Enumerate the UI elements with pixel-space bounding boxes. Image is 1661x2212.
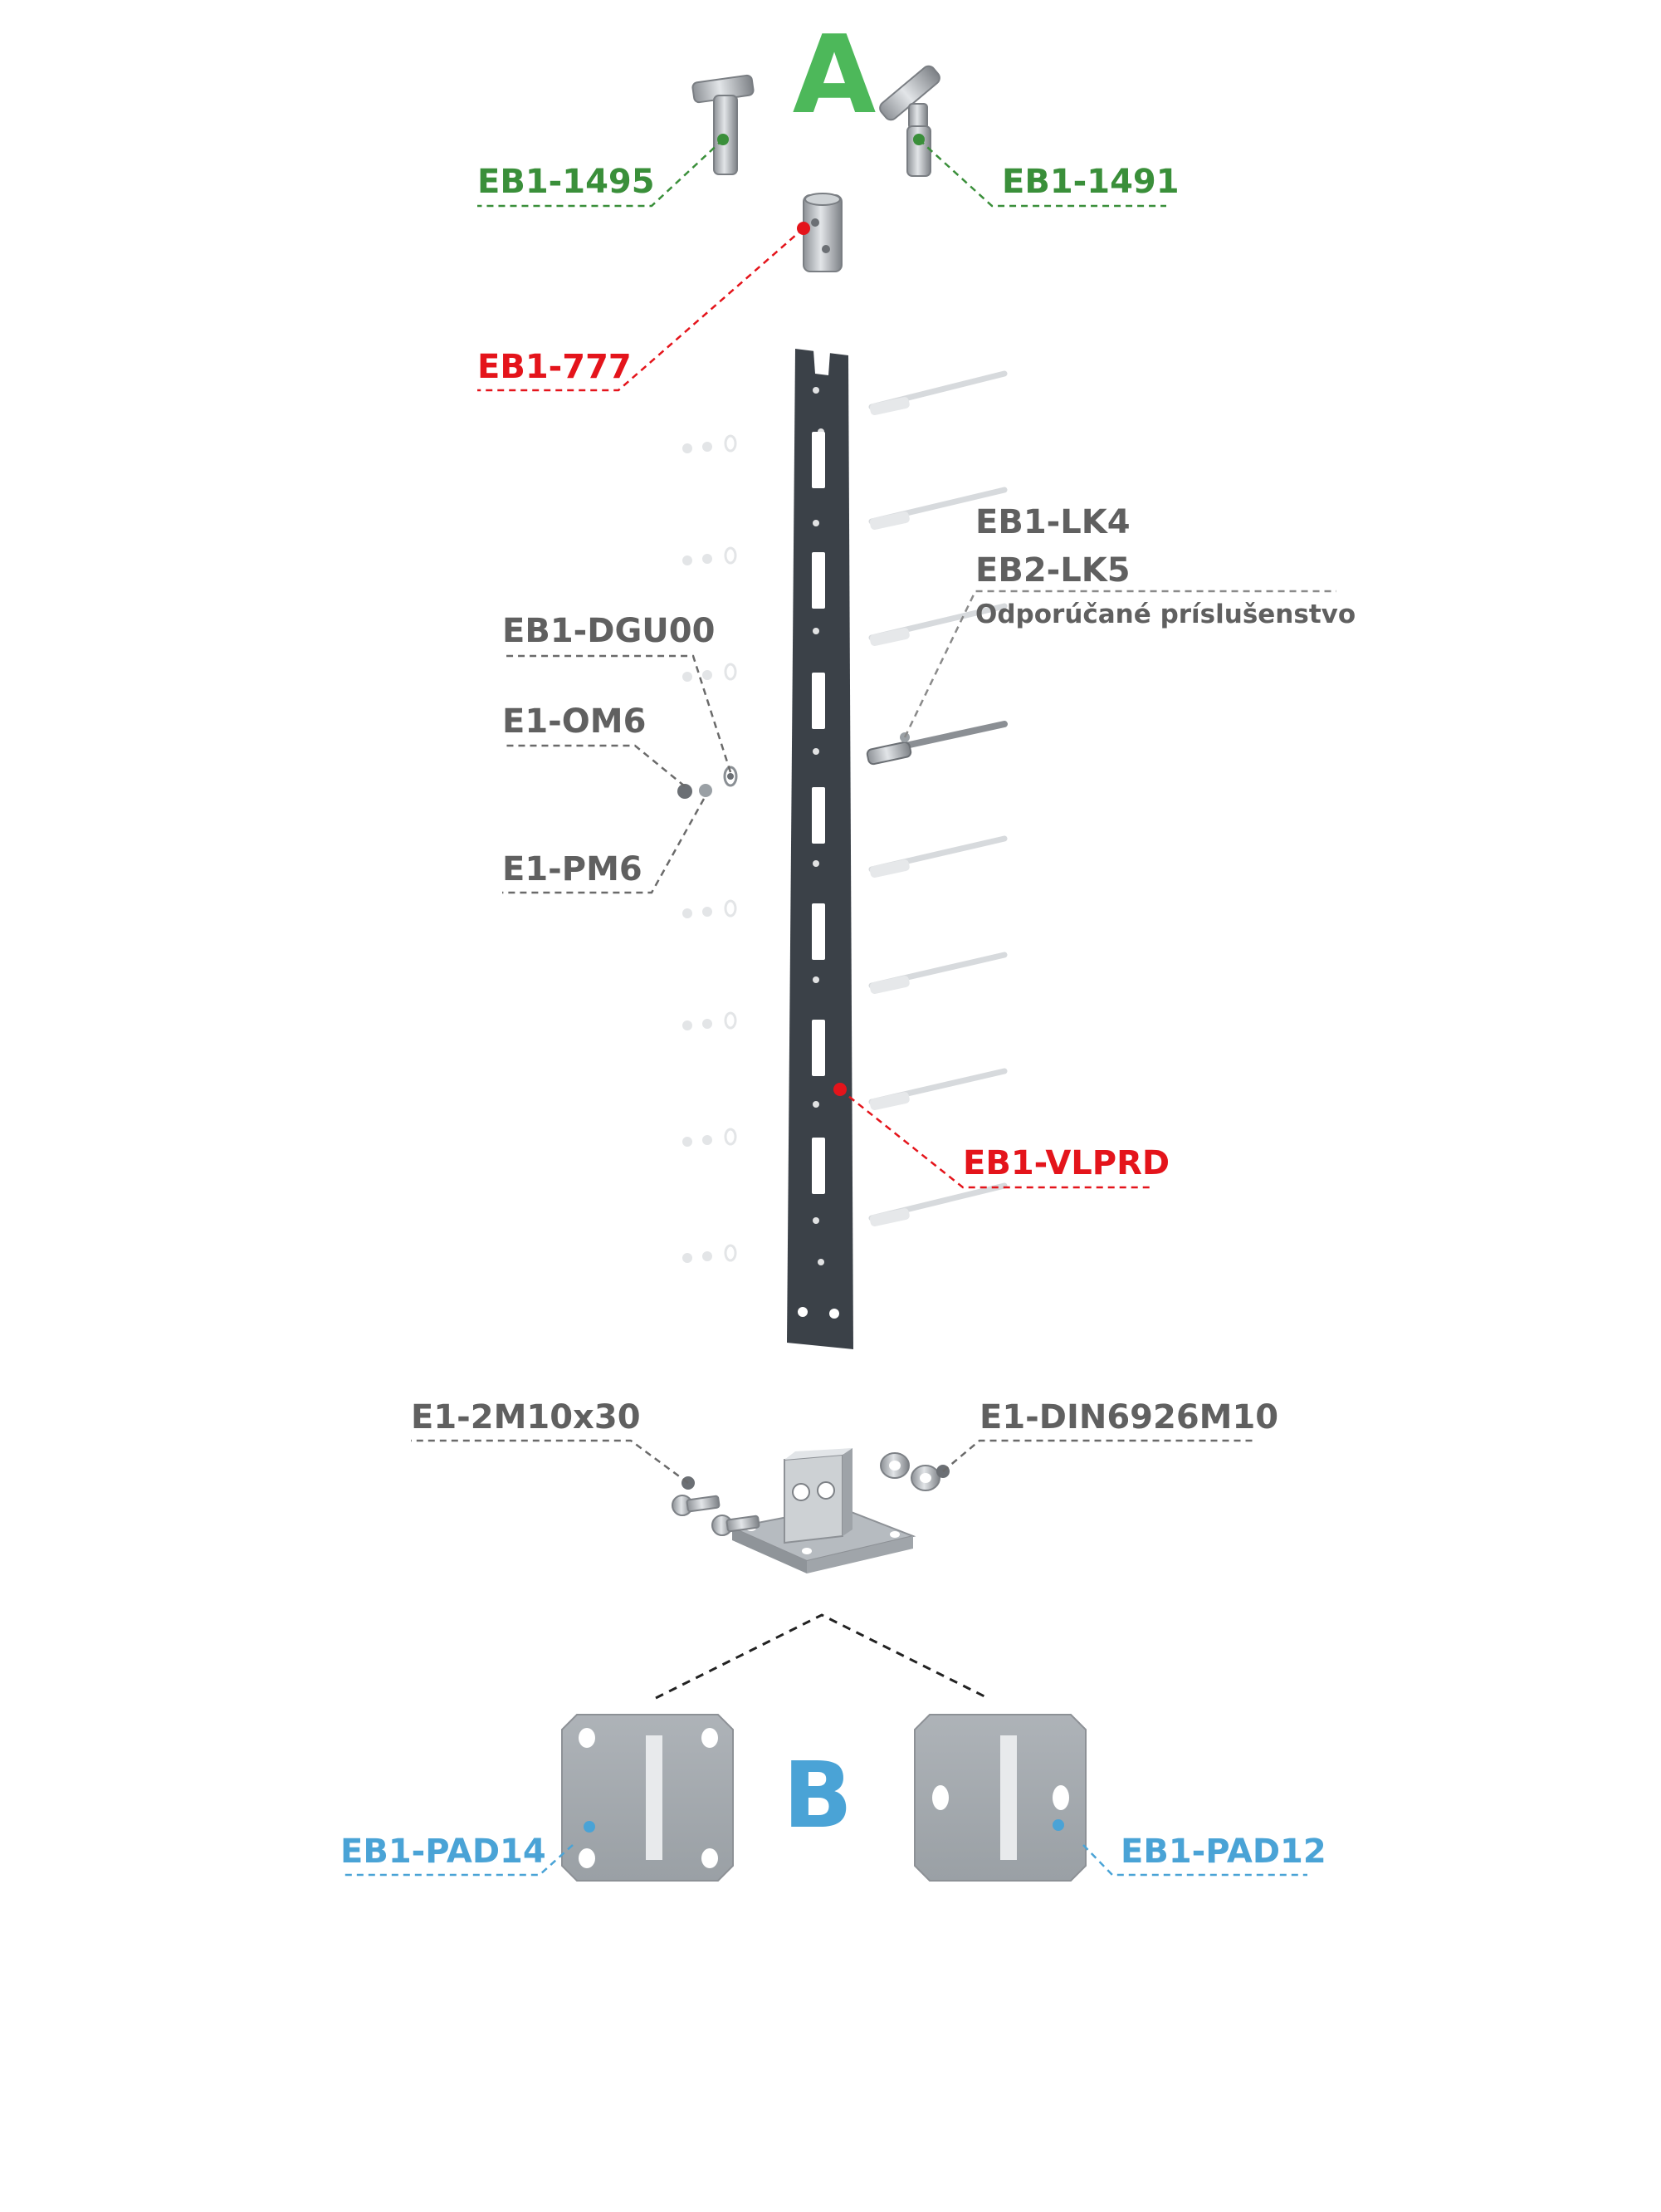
pad-plate-icon-2 (914, 1714, 1087, 1882)
group-b-connector (655, 1613, 989, 1700)
eb1-vlprd-label: EB1-VLPRD (963, 1144, 1170, 1182)
eb1-vlprd-leader (839, 1089, 1150, 1189)
post-slot (812, 903, 825, 960)
rod-end (869, 1092, 910, 1110)
fitting (682, 908, 692, 918)
eb1-lk4-label: EB1-LK4 (975, 503, 1131, 541)
eb1-1491-label: EB1-1491 (1002, 163, 1180, 201)
eb1-pad14-leader (340, 1844, 574, 1877)
eb1-777-leader (477, 228, 804, 392)
rod-end (869, 397, 910, 415)
post-hole (813, 387, 819, 394)
post-hole (813, 976, 819, 983)
post-slot (812, 432, 825, 488)
e1-om6-label: E1-OM6 (502, 702, 646, 741)
fitting (724, 1011, 737, 1030)
fitting (724, 663, 737, 681)
e1-din6926m10-label: E1-DIN6926M10 (980, 1398, 1278, 1436)
group-b-letter: B (783, 1742, 852, 1848)
t-handrail-holder-icon (691, 74, 755, 175)
eb1-dgu00-label: EB1-DGU00 (502, 612, 715, 650)
eb1-1495-leader (477, 139, 724, 208)
e1-din6926m10-leader (942, 1439, 1253, 1472)
post-slot (812, 1020, 825, 1076)
eb1-pad12-label: EB1-PAD12 (1121, 1833, 1326, 1871)
rod-holder-icon (868, 370, 1008, 1226)
eb1-777-label: EB1-777 (477, 348, 632, 386)
base-bracket-icon (729, 1448, 916, 1573)
fitting (682, 672, 692, 682)
rod-end (869, 976, 910, 994)
post-hole (813, 748, 819, 755)
post-hole (818, 1259, 824, 1265)
post-adapter-icon (797, 193, 843, 272)
post-slot (812, 787, 825, 844)
e1-pm6-label: E1-PM6 (502, 850, 642, 888)
rod-end (869, 511, 910, 530)
post-slot (812, 673, 825, 729)
e1-2m10x30-label: E1-2M10x30 (411, 1398, 641, 1436)
eb1-pad14-label: EB1-PAD14 (340, 1833, 546, 1871)
fitting (724, 899, 737, 918)
eb1-1491-leader (918, 139, 1166, 208)
e1-2m10x30-leader (411, 1439, 689, 1485)
fitting (724, 1128, 737, 1146)
vertical-post-icon (787, 349, 853, 1349)
fitting (702, 442, 712, 452)
screw-set-icon (672, 1476, 760, 1536)
rod-end (869, 628, 910, 646)
accessories-note: Odporúčané príslušenstvo (975, 599, 1356, 629)
post-hole (813, 520, 819, 526)
post-hole (813, 860, 819, 867)
faint-fittings (682, 434, 737, 1263)
fitting (682, 443, 692, 453)
post-hole (813, 628, 819, 634)
fitting (724, 1244, 737, 1262)
fitting (702, 554, 712, 564)
eb1-1495-label: EB1-1495 (477, 163, 655, 201)
fitting (724, 546, 737, 565)
fitting (682, 1020, 692, 1030)
eb2-lk5-label: EB2-LK5 (975, 551, 1131, 590)
fitting (702, 1251, 712, 1261)
rod-end (869, 859, 910, 878)
fitting (702, 1019, 712, 1029)
nut-set-icon (880, 1452, 950, 1491)
post-hole (813, 1217, 819, 1224)
post-hole (813, 1101, 819, 1108)
fitting (682, 1137, 692, 1147)
group-a-letter: A (793, 12, 877, 138)
fitting (682, 555, 692, 565)
fitting-set-icon (677, 766, 738, 799)
adjustable-handrail-holder-icon (879, 65, 940, 177)
fitting (702, 670, 712, 680)
post-slot (812, 1138, 825, 1194)
fitting (702, 907, 712, 917)
rod-end (869, 1208, 910, 1226)
fitting (724, 434, 737, 453)
e1-pm6-leader (502, 798, 706, 894)
eb1-dgu00-leader (502, 654, 732, 773)
fitting (682, 1253, 692, 1263)
e1-om6-leader (502, 744, 686, 787)
post-slot (812, 552, 825, 609)
highlighted-rod-icon (866, 721, 1008, 766)
fitting (702, 1135, 712, 1145)
pad-plate-icon (561, 1714, 734, 1882)
eb1-pad12-leader (1082, 1844, 1307, 1877)
